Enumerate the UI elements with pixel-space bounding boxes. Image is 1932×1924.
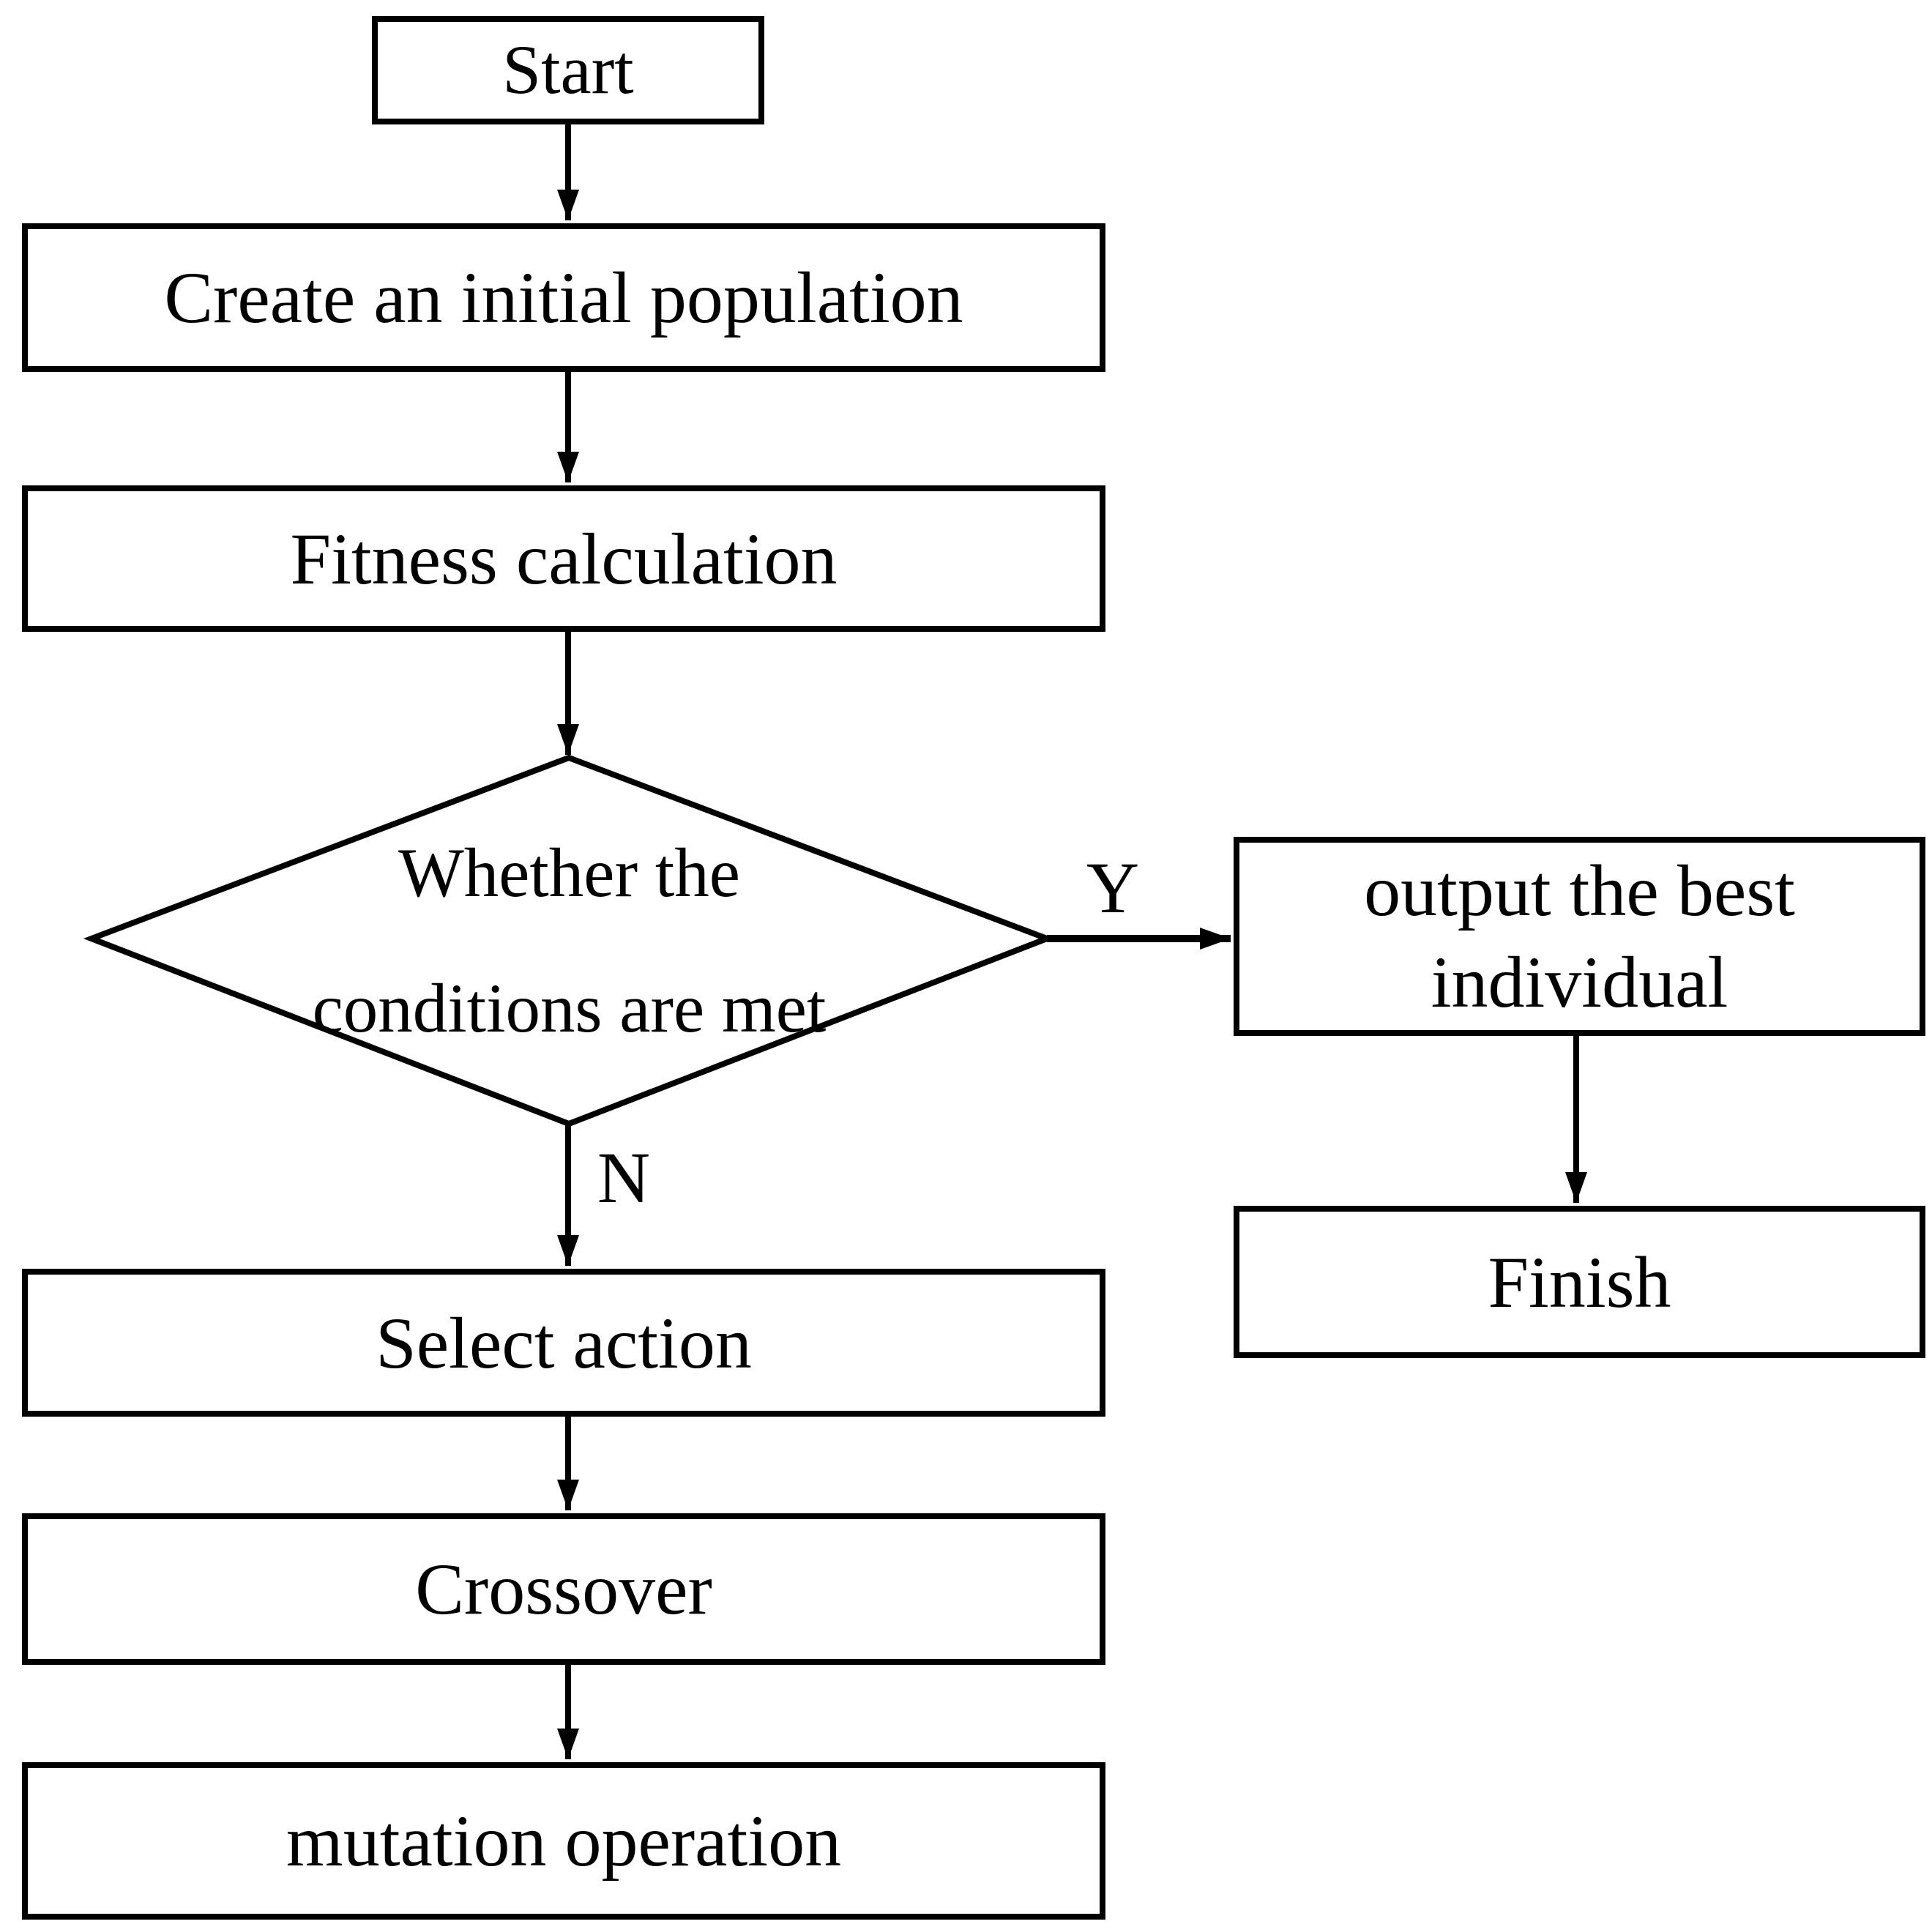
- node-crossover-label: Crossover: [415, 1548, 712, 1630]
- node-crossover: Crossover: [22, 1513, 1105, 1665]
- node-create-initial-population-label: Create an initial population: [164, 257, 963, 338]
- node-mutation-operation: mutation operation: [22, 1762, 1105, 1920]
- node-select-action-label: Select action: [376, 1302, 752, 1384]
- node-mutation-operation-label: mutation operation: [286, 1800, 842, 1882]
- node-decision-label: Whether the conditions are met: [92, 758, 1047, 1124]
- node-fitness-calculation-label: Fitness calculation: [290, 518, 838, 600]
- node-output-line2: individual: [1431, 942, 1728, 1023]
- node-finish: Finish: [1234, 1206, 1925, 1358]
- node-create-initial-population: Create an initial population: [22, 223, 1105, 372]
- node-output-line1: output the best: [1364, 850, 1795, 931]
- node-output-best-individual-label: output the best individual: [1364, 845, 1795, 1028]
- node-start: Start: [372, 16, 764, 124]
- node-start-label: Start: [502, 31, 634, 109]
- edge-label-yes: Y: [1086, 847, 1140, 928]
- node-finish-label: Finish: [1488, 1241, 1671, 1323]
- edge-label-no: N: [597, 1136, 651, 1218]
- node-decision-line2: conditions are met: [312, 969, 827, 1047]
- node-select-action: Select action: [22, 1269, 1105, 1417]
- node-decision-line1: Whether the: [398, 833, 740, 911]
- node-fitness-calculation: Fitness calculation: [22, 485, 1105, 632]
- node-output-best-individual: output the best individual: [1234, 837, 1925, 1036]
